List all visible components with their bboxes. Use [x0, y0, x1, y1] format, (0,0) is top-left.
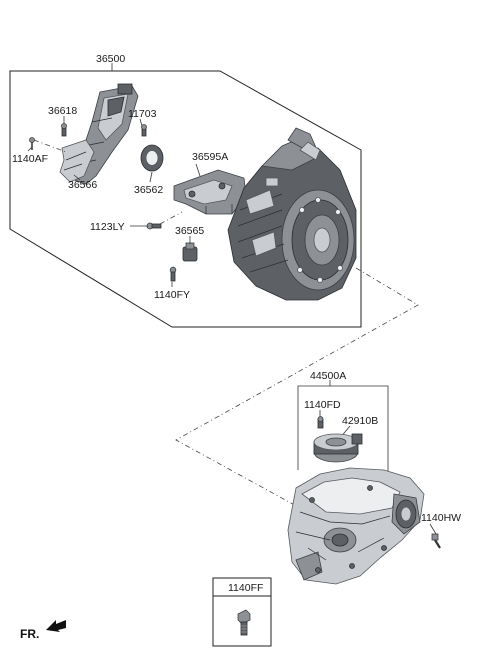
bolt-11703-icon	[141, 124, 147, 137]
label-1140hw: 1140HW	[421, 512, 461, 524]
bolt-1140af-icon	[29, 137, 35, 150]
label-1140fd: 1140FD	[304, 399, 341, 411]
mount-bracket-part	[173, 169, 247, 215]
bolt-1123ly-icon	[146, 222, 162, 230]
motor-assembly-group: 36500	[9, 53, 362, 328]
label-36618: 36618	[48, 105, 77, 117]
label-1140af: 1140AF	[12, 153, 48, 165]
motor-assembly-frame	[9, 70, 362, 328]
front-direction-marker: FR.	[20, 620, 66, 641]
reducer-housing-part	[287, 467, 425, 585]
label-1140fy: 1140FY	[154, 289, 190, 301]
front-arrow-icon	[46, 620, 66, 632]
part-1140ff-box: 1140FF	[212, 577, 272, 647]
label-36565: 36565	[175, 225, 204, 237]
bolt-1140ff-icon	[237, 609, 251, 636]
reducer-assembly-group: 44500A 1140FD 42910B	[287, 370, 461, 585]
bracket-part	[59, 139, 95, 183]
actuator-part	[313, 433, 363, 463]
label-1140ff: 1140FF	[228, 582, 263, 594]
seal-ring-part	[140, 144, 164, 172]
label-1123ly: 1123LY	[90, 221, 125, 233]
bolt-1140fy-icon	[169, 266, 177, 282]
label-42910b: 42910B	[342, 415, 378, 427]
label-11703: 11703	[128, 108, 157, 120]
bolt-1140hw-icon	[431, 533, 441, 549]
label-44500a: 44500A	[310, 370, 346, 382]
label-36566: 36566	[68, 179, 97, 191]
bolt-1140fd-icon	[317, 416, 324, 429]
label-36595a: 36595A	[192, 151, 228, 163]
label-36500: 36500	[96, 53, 125, 65]
bolt-36618-icon	[61, 123, 67, 137]
label-36562: 36562	[134, 184, 163, 196]
front-label: FR.	[20, 627, 39, 641]
sensor-part	[182, 242, 198, 262]
motor-body-part	[227, 127, 357, 301]
